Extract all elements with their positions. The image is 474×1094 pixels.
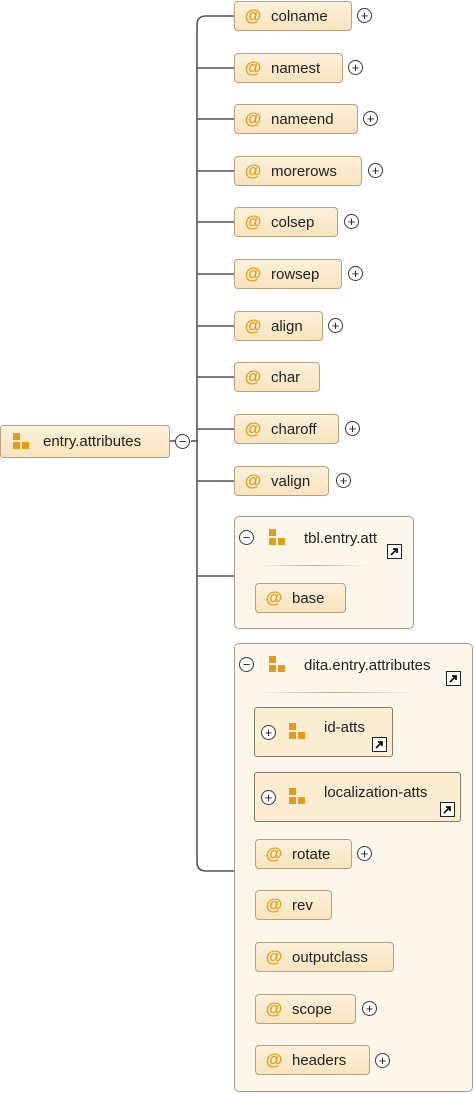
attribute-group-icon: [13, 432, 31, 451]
attribute-label: valign: [271, 472, 311, 490]
attribute-label: namest: [271, 59, 321, 77]
attribute-label: colsep: [271, 213, 315, 231]
group-label: dita.entry.attributes: [304, 656, 431, 674]
group-ref-id-atts[interactable]: + id-atts: [254, 707, 393, 757]
expand-morerows-toggle[interactable]: +: [368, 163, 383, 178]
attribute-label: rev: [292, 896, 313, 914]
attribute-icon: @: [244, 471, 262, 490]
expand-nameend-toggle[interactable]: +: [363, 111, 378, 126]
group-header-tbl-entry-att[interactable]: tbl.entry.att: [269, 529, 377, 547]
expand-colsep-toggle[interactable]: +: [344, 214, 359, 229]
expand-id-atts-toggle[interactable]: +: [261, 724, 276, 740]
attribute-icon: @: [244, 109, 262, 128]
expand-headers-toggle[interactable]: +: [375, 1053, 390, 1068]
expand-localization-atts-toggle[interactable]: +: [261, 789, 276, 805]
expand-namest-toggle[interactable]: +: [348, 60, 363, 75]
expand-rotate-toggle[interactable]: +: [357, 846, 372, 861]
reference-link-icon[interactable]: [446, 671, 461, 686]
group-ref-localization-atts[interactable]: + localization-atts: [254, 772, 461, 822]
attribute-group-icon: [289, 788, 307, 806]
expand-scope-toggle[interactable]: +: [362, 1001, 377, 1016]
attribute-label: morerows: [271, 162, 337, 180]
attribute-icon: @: [244, 419, 262, 438]
attribute-icon: @: [244, 161, 262, 180]
attribute-namest[interactable]: @ namest: [234, 53, 343, 83]
attribute-colname[interactable]: @ colname: [234, 1, 352, 31]
expand-colname-toggle[interactable]: +: [357, 8, 372, 23]
attribute-scope[interactable]: @ scope: [255, 994, 356, 1024]
reference-link-icon[interactable]: [440, 802, 455, 817]
attribute-label: rowsep: [271, 265, 320, 283]
root-collapse-toggle[interactable]: −: [175, 434, 190, 449]
root-node-entry-attributes[interactable]: entry.attributes: [0, 425, 170, 458]
attribute-label: base: [292, 589, 325, 607]
attribute-icon: @: [265, 1050, 283, 1069]
attribute-icon: @: [265, 844, 283, 863]
attribute-align[interactable]: @ align: [234, 311, 323, 341]
attribute-icon: @: [244, 212, 262, 231]
attribute-icon: @: [265, 947, 283, 966]
root-node-label: entry.attributes: [43, 433, 142, 450]
reference-link-icon[interactable]: [387, 544, 402, 559]
attribute-valign[interactable]: @ valign: [234, 466, 329, 496]
attribute-morerows[interactable]: @ morerows: [234, 156, 362, 186]
attribute-charoff[interactable]: @ charoff: [234, 414, 339, 444]
attribute-group-icon: [289, 723, 307, 741]
attribute-label: char: [271, 368, 301, 386]
attribute-label: scope: [292, 1000, 333, 1018]
attribute-label: align: [271, 317, 303, 335]
reference-link-icon[interactable]: [372, 737, 387, 752]
attribute-icon: @: [244, 6, 262, 25]
group-header-dita-entry-attributes[interactable]: dita.entry.attributes: [269, 656, 430, 674]
attribute-base[interactable]: @ base: [255, 583, 346, 613]
group-separator: [255, 692, 415, 693]
attribute-rotate[interactable]: @ rotate: [255, 839, 352, 869]
collapse-dita-entry-attributes-toggle[interactable]: −: [239, 657, 254, 672]
attribute-icon: @: [244, 316, 262, 335]
group-ref-label: localization-atts: [324, 783, 428, 801]
attribute-icon: @: [244, 264, 262, 283]
attribute-label: headers: [292, 1051, 347, 1069]
attribute-label: nameend: [271, 110, 334, 128]
attribute-icon: @: [265, 588, 283, 607]
attribute-colsep[interactable]: @ colsep: [234, 207, 338, 237]
attribute-char[interactable]: @ char: [234, 362, 320, 392]
expand-valign-toggle[interactable]: +: [336, 473, 351, 488]
expand-align-toggle[interactable]: +: [328, 318, 343, 333]
attribute-icon: @: [244, 58, 262, 77]
attribute-icon: @: [265, 895, 283, 914]
attribute-label: rotate: [292, 845, 331, 863]
attribute-icon: @: [244, 367, 262, 386]
collapse-tbl-entry-att-toggle[interactable]: −: [239, 530, 254, 545]
attribute-icon: @: [265, 999, 283, 1018]
attribute-label: colname: [271, 7, 328, 25]
attribute-label: outputclass: [292, 948, 368, 966]
attribute-outputclass[interactable]: @ outputclass: [255, 942, 394, 972]
group-ref-label: id-atts: [324, 718, 365, 736]
group-label: tbl.entry.att: [304, 529, 378, 547]
attribute-nameend[interactable]: @ nameend: [234, 104, 358, 134]
attribute-rev[interactable]: @ rev: [255, 890, 332, 920]
attribute-rowsep[interactable]: @ rowsep: [234, 259, 342, 289]
attribute-headers[interactable]: @ headers: [255, 1045, 370, 1075]
attribute-label: charoff: [271, 420, 317, 438]
expand-rowsep-toggle[interactable]: +: [348, 266, 363, 281]
expand-charoff-toggle[interactable]: +: [345, 421, 360, 436]
attribute-group-icon: [269, 529, 287, 547]
attribute-group-icon: [269, 656, 287, 674]
group-separator: [255, 565, 370, 566]
